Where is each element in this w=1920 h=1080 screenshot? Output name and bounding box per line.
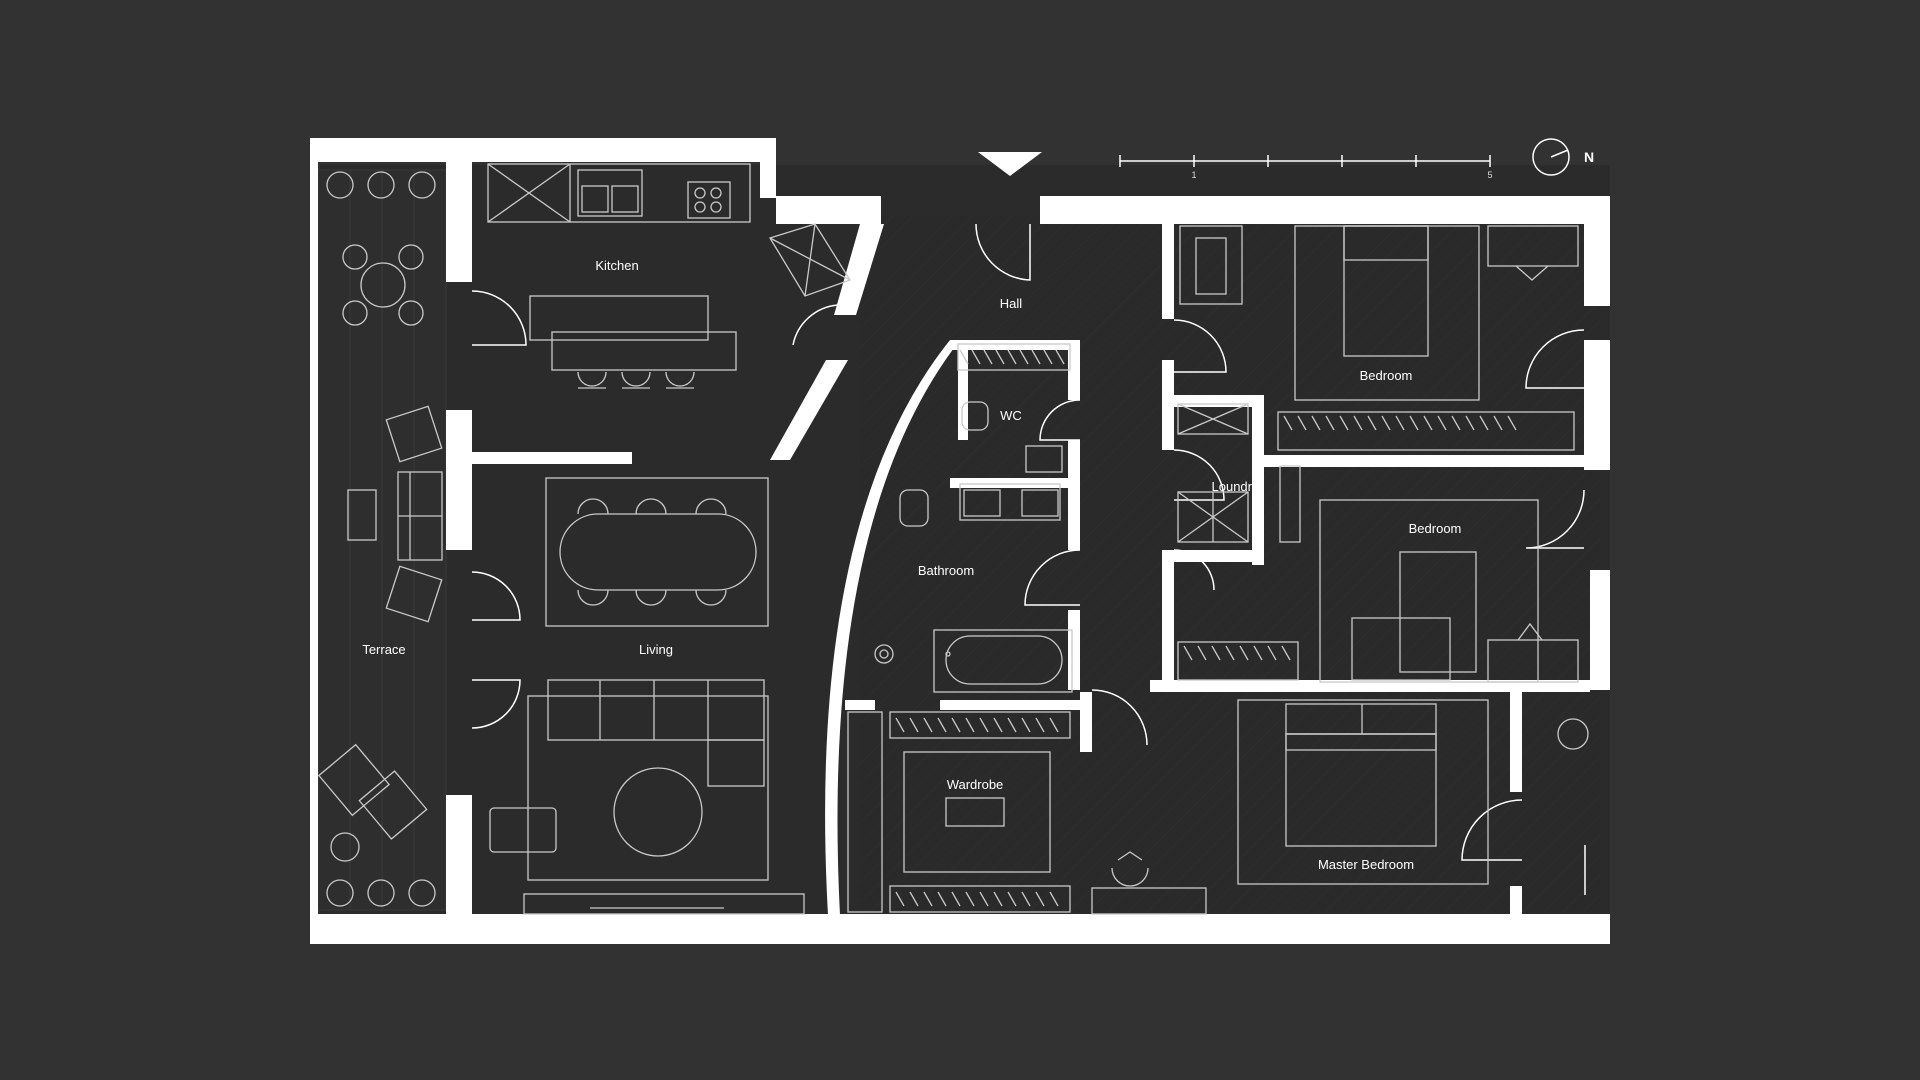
label-hall: Hall (1000, 296, 1023, 311)
terrace-deck (311, 169, 447, 911)
bath-furniture (874, 343, 1073, 693)
label-bedroom-north: Bedroom (1360, 368, 1413, 383)
terrace-furniture (317, 171, 1589, 907)
north-label: N (1584, 149, 1594, 165)
scale-bar (1119, 155, 1491, 167)
label-bathroom: Bathroom (918, 563, 974, 578)
label-bedroom-middle: Bedroom (1409, 521, 1462, 536)
entrance-arrow-icon (978, 152, 1042, 176)
bedroom-middle-furniture (1177, 499, 1579, 683)
living-furniture (489, 477, 805, 915)
scale-label-end: 5 (1487, 170, 1492, 180)
bedroom-north-furniture (1179, 225, 1579, 451)
label-laundry: Loundry (1212, 479, 1259, 494)
scale-label-start: 1 (1191, 170, 1196, 180)
label-wc: WC (1000, 408, 1022, 423)
planter-icon (326, 171, 1589, 907)
laundry-furniture (1177, 403, 1301, 543)
label-wardrobe: Wardrobe (947, 777, 1004, 792)
doors[interactable] (471, 223, 1586, 895)
label-master-bedroom: Master Bedroom (1318, 857, 1414, 872)
label-terrace: Terrace (362, 642, 405, 657)
master-bedroom-furniture (1091, 699, 1489, 915)
label-living: Living (639, 642, 673, 657)
floor-area (320, 165, 1610, 915)
kitchen-furniture (487, 163, 851, 389)
north-arrow-icon (1532, 138, 1570, 176)
wardrobe-furniture (847, 711, 1071, 913)
label-kitchen: Kitchen (595, 258, 638, 273)
walls (310, 138, 1610, 944)
